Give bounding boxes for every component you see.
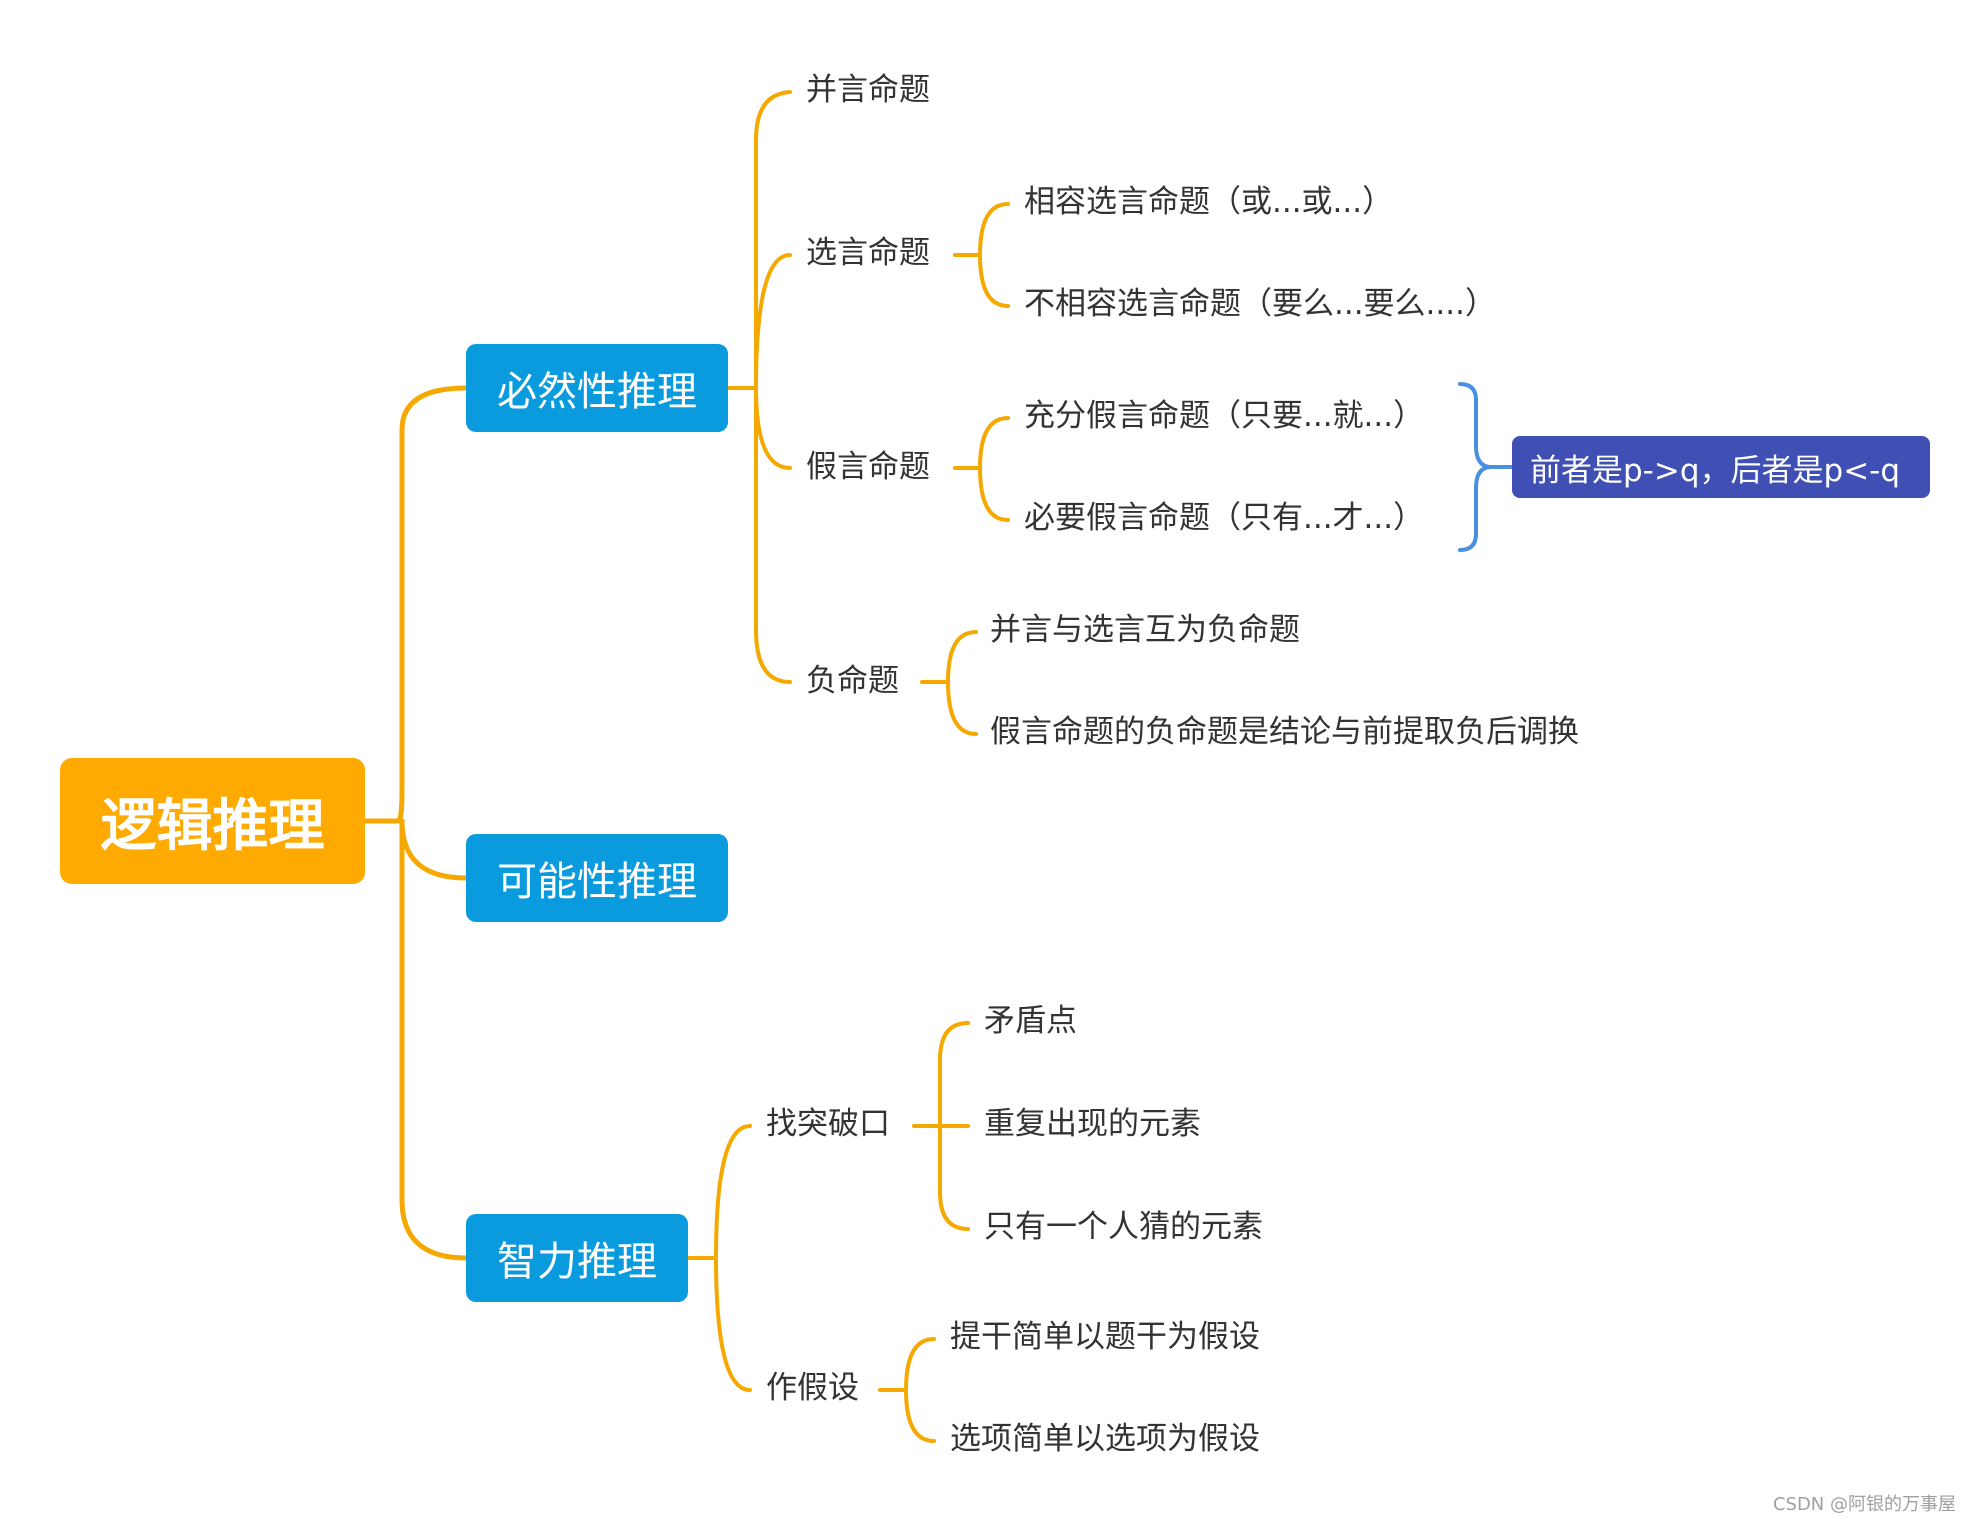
summary-brace — [1458, 382, 1491, 552]
topic-hypothetical-proposition[interactable]: 假言命题 — [806, 449, 930, 485]
connector-to-sufficient — [978, 416, 1010, 470]
connector-to-option-assume — [904, 1388, 936, 1443]
connector-to-necessary-cond — [978, 466, 1010, 522]
connector-to-negative — [754, 386, 792, 684]
root-node-logic-reasoning[interactable]: 逻辑推理 — [60, 758, 365, 884]
connector-root-intelligence — [399, 818, 469, 1261]
watermark: CSDN @阿银的万事屋 — [1772, 1494, 1956, 1515]
connector-to-conditional-neg — [946, 680, 978, 736]
summary-note[interactable]: 前者是p->q，后者是p<-q — [1512, 436, 1930, 498]
connector-to-hypothetical — [754, 386, 792, 470]
leaf-compatible-disjunctive[interactable]: 相容选言命题（或...或...） — [1024, 184, 1394, 220]
topic-conjunctive-proposition[interactable]: 并言命题 — [806, 72, 930, 108]
topic-find-breakthrough[interactable]: 找突破口 — [766, 1106, 890, 1142]
connector-to-disjunctive — [754, 253, 792, 390]
branch-label: 可能性推理 — [497, 859, 697, 905]
connector-to-incompatible — [978, 253, 1010, 308]
leaf-conjunction-disjunction-negation[interactable]: 并言与选言互为负命题 — [990, 612, 1300, 648]
leaf-repeated-elements[interactable]: 重复出现的元素 — [984, 1106, 1201, 1142]
branch-intelligence-reasoning[interactable]: 智力推理 — [466, 1214, 688, 1302]
leaf-necessary-conditional[interactable]: 必要假言命题（只有...才...） — [1024, 500, 1425, 536]
leaf-sufficient-conditional[interactable]: 充分假言命题（只要...就...） — [1024, 398, 1425, 434]
connector-to-compatible — [978, 202, 1010, 257]
branch-label: 智力推理 — [497, 1239, 657, 1285]
leaf-single-guess-elements[interactable]: 只有一个人猜的元素 — [984, 1209, 1263, 1245]
topic-make-assumption[interactable]: 作假设 — [766, 1370, 859, 1406]
connector-root-probable — [399, 818, 469, 881]
branch-necessary-reasoning[interactable]: 必然性推理 — [466, 344, 728, 432]
connector-to-conj-disj-neg — [946, 630, 978, 684]
connector-root-necessary — [362, 385, 469, 824]
leaf-contradiction-point[interactable]: 矛盾点 — [984, 1003, 1077, 1039]
topic-disjunctive-proposition[interactable]: 选言命题 — [806, 235, 930, 271]
connector-to-conjunctive — [754, 90, 792, 390]
leaf-option-simple-assume-option[interactable]: 选项简单以选项为假设 — [950, 1421, 1260, 1457]
connector-to-contradiction — [938, 1021, 970, 1128]
leaf-conditional-negation[interactable]: 假言命题的负命题是结论与前提取负后调换 — [990, 714, 1579, 750]
connector-to-stem-assume — [904, 1337, 936, 1392]
connector-to-single-guess — [938, 1124, 970, 1231]
topic-negative-proposition[interactable]: 负命题 — [806, 663, 899, 699]
leaf-stem-simple-assume-stem[interactable]: 提干简单以题干为假设 — [950, 1319, 1260, 1355]
connector-to-assumption — [714, 1256, 752, 1392]
branch-label: 必然性推理 — [497, 369, 697, 415]
leaf-incompatible-disjunctive[interactable]: 不相容选言命题（要么...要么....） — [1024, 286, 1496, 322]
connector-to-breakthrough — [714, 1124, 752, 1260]
summary-note-label: 前者是p->q，后者是p<-q — [1530, 452, 1901, 489]
branch-probable-reasoning[interactable]: 可能性推理 — [466, 834, 728, 922]
root-label: 逻辑推理 — [100, 793, 325, 859]
